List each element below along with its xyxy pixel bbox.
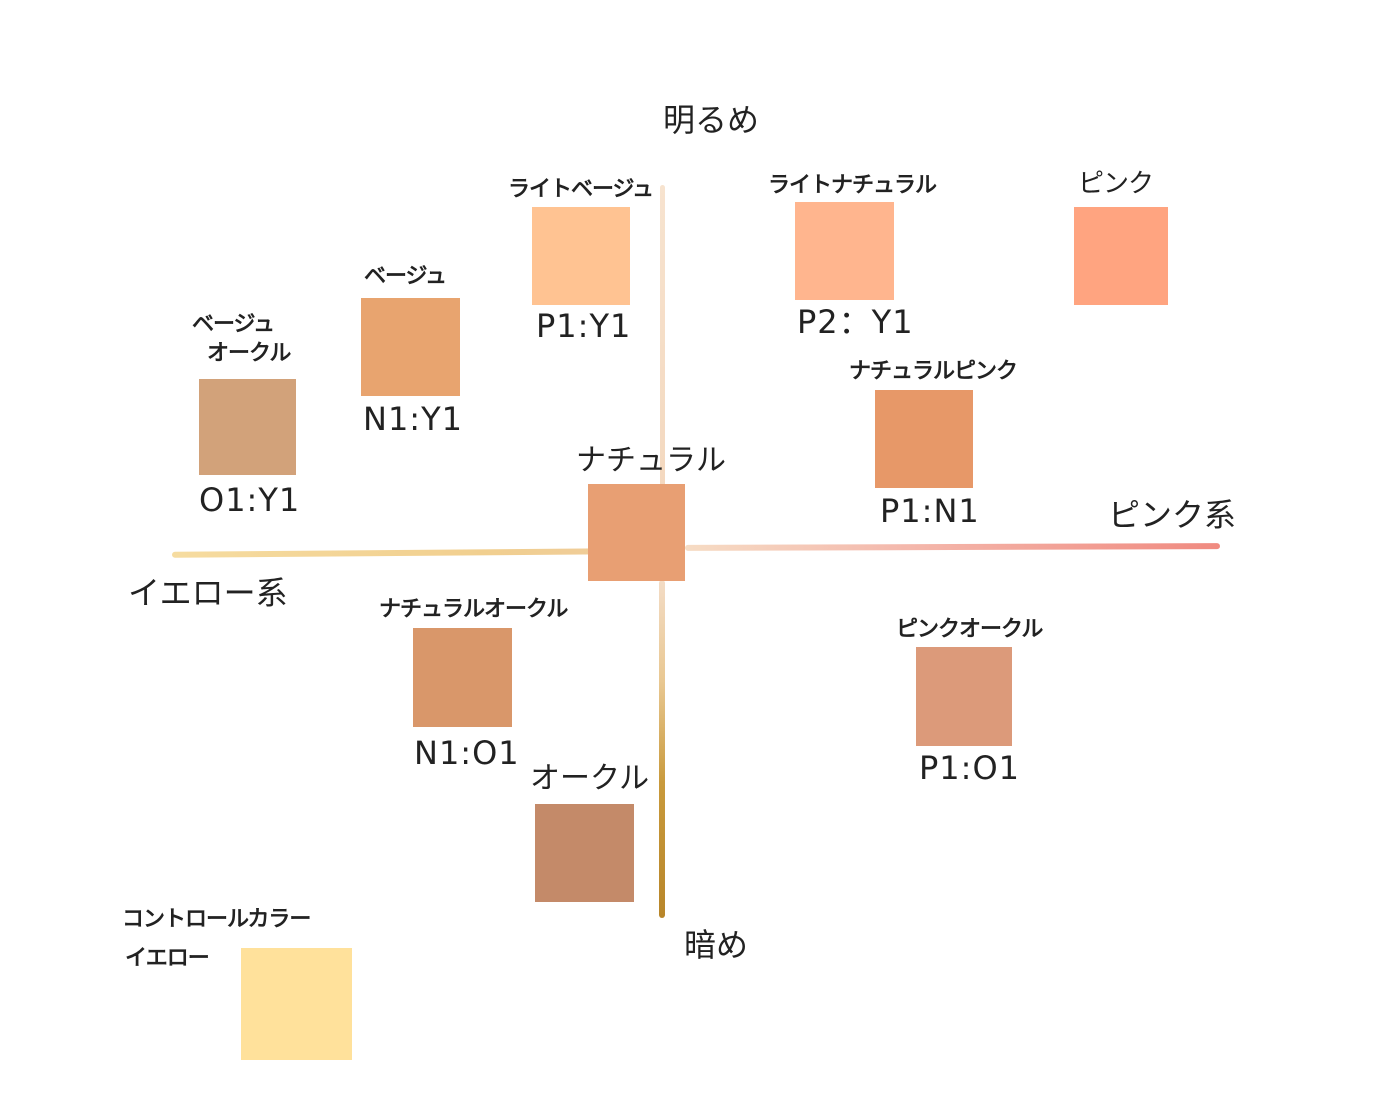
swatch-name-beige: ベージュ (364, 264, 447, 289)
dark-axis-line (659, 580, 665, 918)
swatch-name-natural-ocher: ナチュラルオークル (379, 597, 568, 622)
swatch-control-color-yellow (241, 948, 352, 1060)
yellow-axis-line (171, 548, 618, 558)
swatch-ocher (535, 804, 634, 902)
swatch-name-light-natural: ライトナチュラル (768, 173, 937, 198)
swatch-code-beige: N1:Y1 (363, 400, 463, 438)
axis-label-pink: ピンク系 (1108, 496, 1237, 534)
swatch-name-beige-ocher-line2: オークル (207, 341, 291, 366)
swatch-pink (1074, 207, 1168, 305)
swatch-name-light-beige: ライトベージュ (508, 177, 654, 202)
pink-axis-line (684, 543, 1221, 551)
swatch-pink-ocher (916, 647, 1012, 746)
axis-label-bright: 明るめ (663, 101, 760, 139)
swatch-name-natural-pink: ナチュラルピンク (849, 359, 1018, 384)
swatch-natural-ocher (413, 628, 512, 727)
swatch-code-light-beige: P1:Y1 (536, 307, 632, 345)
swatch-name-beige-ocher-line1: ベージュ (192, 312, 275, 337)
bright-axis-line (660, 185, 665, 525)
swatch-code-beige-ocher: O1:Y1 (199, 481, 301, 519)
swatch-name-pink: ピンク (1078, 169, 1154, 199)
swatch-beige-ocher (199, 379, 296, 475)
swatch-natural-pink (875, 390, 973, 488)
swatch-name-ocher: オークル (530, 761, 650, 796)
swatch-name-control-color-line2: イエロー (125, 946, 210, 971)
swatch-natural (588, 484, 685, 581)
swatch-code-pink-ocher: P1:O1 (919, 749, 1020, 787)
swatch-code-light-natural: P2：Y1 (797, 303, 914, 341)
swatch-light-natural (795, 202, 894, 300)
swatch-beige (361, 298, 460, 396)
axis-label-yellow: イエロー系 (128, 574, 288, 612)
swatch-name-pink-ocher: ピンクオークル (896, 617, 1043, 642)
swatch-name-natural: ナチュラル (576, 443, 726, 478)
swatch-name-control-color-line1: コントロールカラー (122, 907, 311, 932)
swatch-light-beige (532, 207, 630, 305)
swatch-code-natural-ocher: N1:O1 (414, 734, 520, 772)
swatch-code-natural-pink: P1:N1 (880, 492, 980, 530)
axis-label-dark: 暗め (684, 926, 749, 964)
